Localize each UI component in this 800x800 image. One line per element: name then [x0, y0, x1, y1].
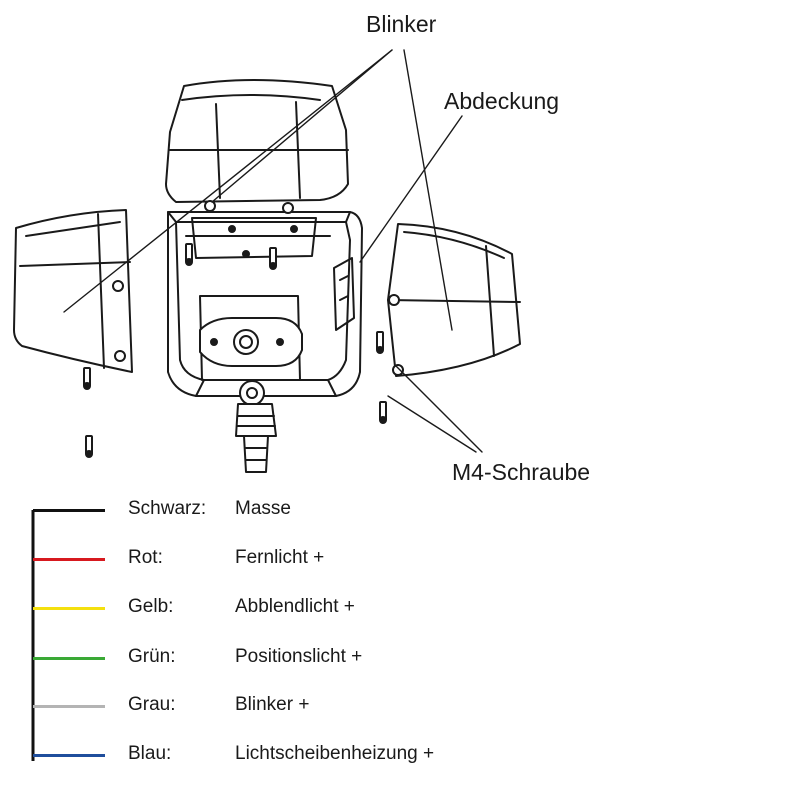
lamp-housing: [167, 211, 363, 397]
legend-row: Grün: Positionslicht +: [0, 643, 800, 673]
mounting-bracket: [199, 317, 303, 367]
left-blinker-lens: [13, 209, 133, 373]
wire-color-swatch: [33, 657, 105, 660]
wire-color-swatch: [33, 705, 105, 708]
right-blinker-lens: [387, 223, 521, 377]
wire-function: Masse: [235, 498, 291, 519]
leader-lines: [63, 49, 483, 453]
wire-color-swatch: [33, 607, 105, 610]
legend-row: Grau: Blinker +: [0, 691, 800, 721]
wire-color-swatch: [33, 558, 105, 561]
wire-function: Lichtscheibenheizung +: [235, 743, 435, 764]
wire-color-swatch: [33, 754, 105, 757]
wire-color-name: Rot:: [128, 547, 163, 568]
legend-row: Gelb: Abblendlicht +: [0, 593, 800, 623]
wire-color-name: Blau:: [128, 743, 172, 764]
legend-row: Blau: Lichtscheibenheizung +: [0, 740, 800, 770]
wire-color-name: Grün:: [128, 646, 176, 667]
legend-row: Schwarz: Masse: [0, 495, 800, 525]
wire-function: Blinker +: [235, 694, 310, 715]
legend-row: Rot: Fernlicht +: [0, 544, 800, 574]
m4-schraube-label: M4-Schraube: [452, 459, 591, 485]
wire-function: Fernlicht +: [235, 547, 325, 568]
wire-color-name: Schwarz:: [128, 498, 207, 519]
blinker-label: Blinker: [366, 11, 437, 37]
wire-color-swatch: [33, 509, 105, 512]
wire-function: Positionslicht +: [235, 646, 363, 667]
wire-color-name: Grau:: [128, 694, 176, 715]
wire-color-name: Gelb:: [128, 596, 174, 617]
cable-gland: [235, 380, 277, 473]
m4-screws: [83, 243, 387, 458]
top-blinker-lens: [165, 79, 349, 214]
wire-function: Abblendlicht +: [235, 596, 355, 617]
abdeckung-label: Abdeckung: [444, 88, 560, 114]
